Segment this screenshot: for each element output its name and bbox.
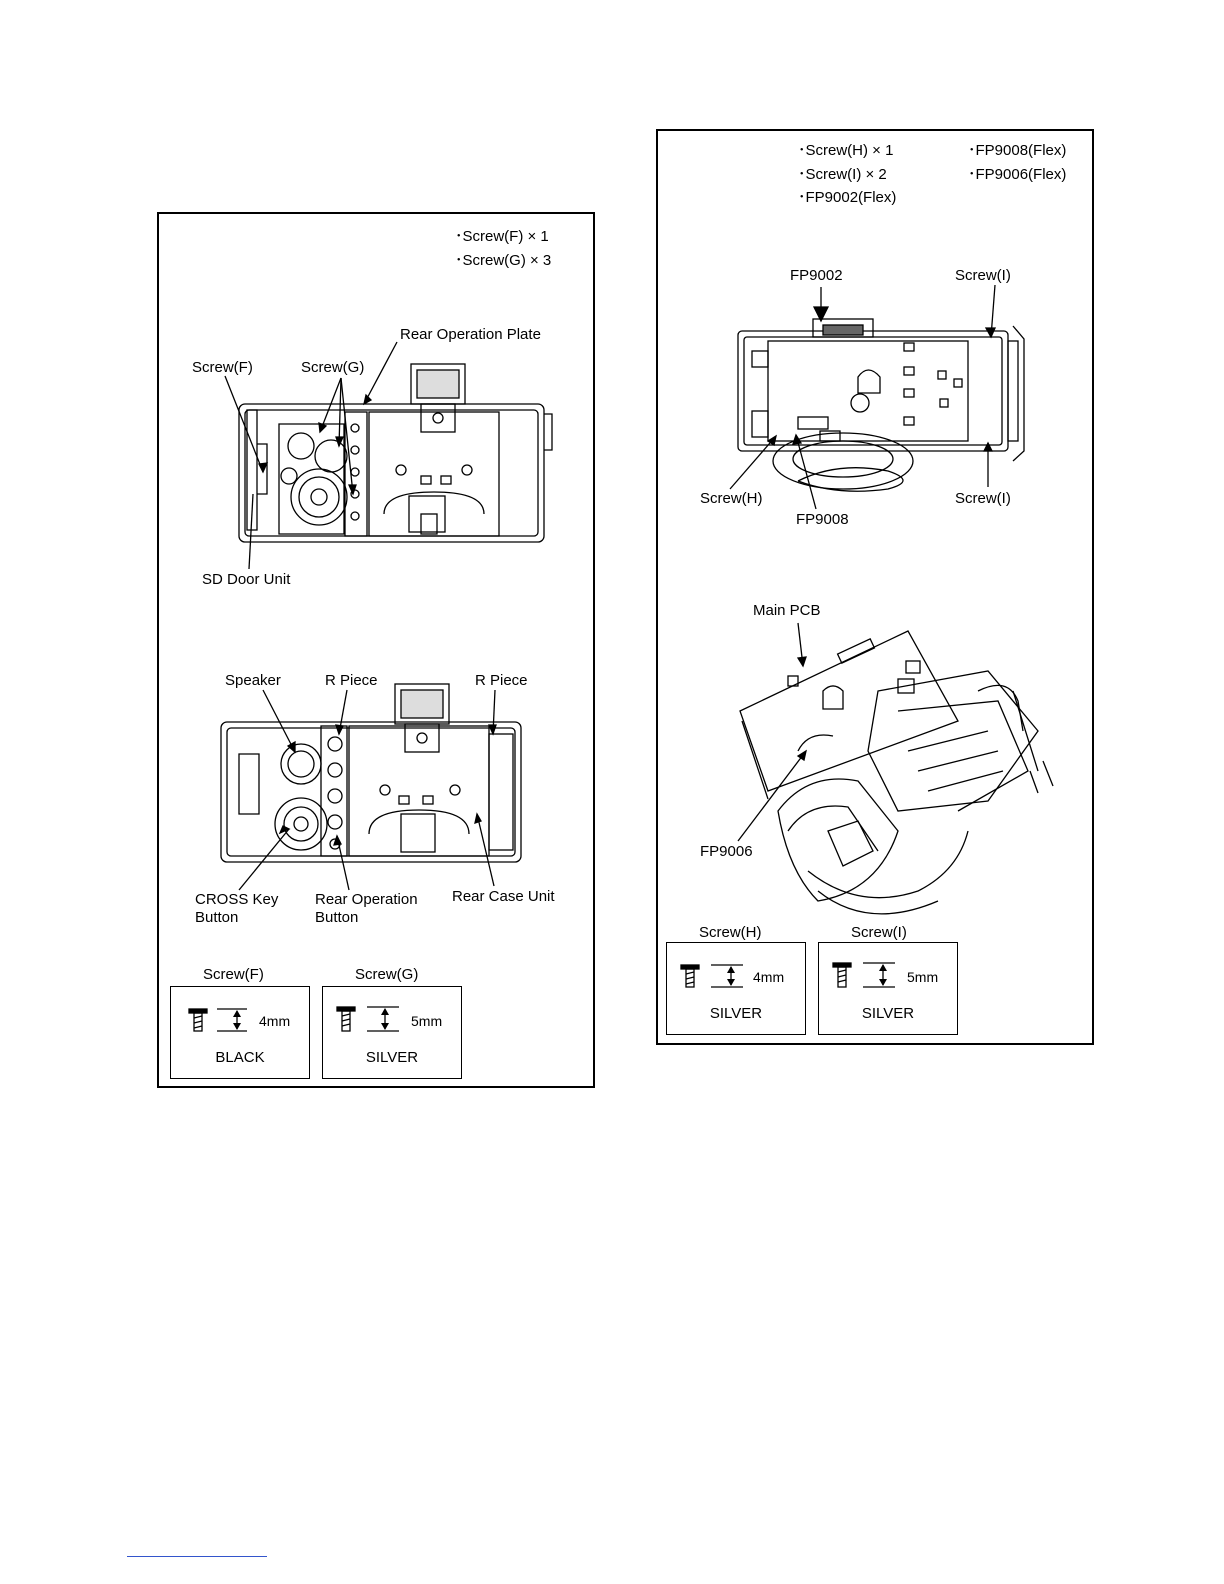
label-fp9008: FP9008	[796, 511, 849, 528]
parts-list-fp9008: ･FP9008(Flex)	[968, 142, 1067, 159]
right-procedure-panel: ･Screw(H) × 1 ･Screw(I) × 2 ･FP9002(Flex…	[656, 129, 1094, 1045]
label-rear-operation-plate: Rear Operation Plate	[400, 326, 541, 343]
parts-list-fp9006: ･FP9006(Flex)	[968, 166, 1067, 183]
label-cross-key-line2: Button	[195, 909, 239, 926]
label-fp9006: FP9006	[700, 843, 753, 860]
screw-i-length: 5mm	[907, 969, 939, 985]
rear-case-drawing-top	[224, 341, 553, 570]
label-sd-door-unit: SD Door Unit	[202, 571, 291, 588]
screw-f-length: 4mm	[259, 1013, 291, 1029]
screw-h-icon	[680, 964, 743, 988]
screw-h-color: SILVER	[709, 1005, 763, 1022]
screw-g-spec-box: 5mm SILVER	[322, 986, 462, 1079]
label-screw-i-top: Screw(I)	[955, 267, 1011, 284]
rear-case-drawing-bottom	[220, 683, 522, 891]
label-fp9002: FP9002	[790, 267, 843, 284]
screw-f-box-title: Screw(F)	[203, 966, 264, 983]
parts-list-screw-g: ･Screw(G) × 3	[455, 252, 552, 269]
main-pcb-drawing-top	[729, 284, 1025, 510]
label-speaker: Speaker	[225, 672, 281, 689]
main-pcb-drawing-lifted	[737, 622, 1054, 915]
screw-h-spec-box: 4mm SILVER	[666, 942, 806, 1035]
screw-f-color: BLACK	[215, 1049, 265, 1066]
screw-h-length: 4mm	[753, 969, 785, 985]
screw-g-color: SILVER	[365, 1049, 419, 1066]
screw-i-spec-box: 5mm SILVER	[818, 942, 958, 1035]
parts-list-screw-f: ･Screw(F) × 1	[455, 228, 549, 245]
label-screw-f: Screw(F)	[192, 359, 253, 376]
screw-i-box-title: Screw(I)	[851, 924, 907, 941]
label-rear-op-button-line2: Button	[315, 909, 359, 926]
parts-list-fp9002: ･FP9002(Flex)	[798, 189, 897, 206]
label-rear-case-unit: Rear Case Unit	[452, 888, 555, 905]
label-cross-key-line1: CROSS Key	[195, 891, 279, 908]
screw-g-box-title: Screw(G)	[355, 966, 419, 983]
label-screw-i-bottom: Screw(I)	[955, 490, 1011, 507]
screw-h-box-title: Screw(H)	[699, 924, 762, 941]
label-rear-op-button-line1: Rear Operation	[315, 891, 418, 908]
label-r-piece-left: R Piece	[325, 672, 378, 689]
label-screw-h: Screw(H)	[700, 490, 763, 507]
label-r-piece-right: R Piece	[475, 672, 528, 689]
label-main-pcb: Main PCB	[753, 602, 821, 619]
screw-i-color: SILVER	[861, 1005, 915, 1022]
footer-link-underline[interactable]	[127, 1556, 267, 1557]
parts-list-screw-i: ･Screw(I) × 2	[798, 166, 887, 183]
screw-i-icon	[832, 962, 895, 988]
parts-list-screw-h: ･Screw(H) × 1	[798, 142, 894, 159]
screw-g-icon	[336, 1006, 399, 1032]
screw-g-length: 5mm	[411, 1013, 443, 1029]
screw-f-spec-box: 4mm BLACK	[170, 986, 310, 1079]
label-screw-g: Screw(G)	[301, 359, 365, 376]
screw-f-icon	[188, 1008, 247, 1032]
left-procedure-panel: ･Screw(F) × 1 ･Screw(G) × 3 Rear Operati…	[157, 212, 595, 1088]
